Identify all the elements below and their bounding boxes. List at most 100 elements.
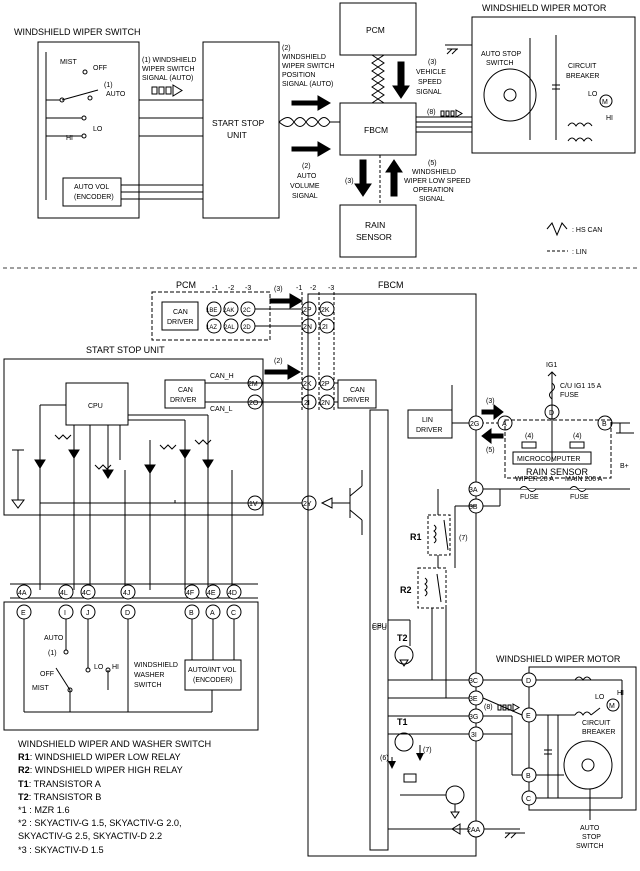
top-pcm-box: [339, 2, 417, 56]
legend-r1: R1: WINDSHIELD WIPER LOW RELAY: [18, 751, 211, 764]
fbcm-mosfet: [445, 785, 465, 805]
bottom-fbcm-title: FBCM: [378, 280, 404, 290]
legend-note-2a: *2 : SKYACTIV-G 1.5, SKYACTIV-G 2.0,: [18, 818, 182, 829]
ssu-can-driver: [164, 379, 206, 409]
fbcm-cpu-label: CPU: [372, 625, 387, 632]
fbcm-ic: [403, 773, 417, 783]
motor-marker-8: (8): [484, 704, 493, 711]
fbcm-2y-transistor: [349, 470, 363, 535]
fuse-cu-line2: FUSE: [560, 392, 579, 399]
top-fbcm-box: [339, 102, 417, 156]
top-motor-symbol: [599, 94, 613, 108]
bottom-marker-3: (3): [274, 286, 283, 293]
t1-marker-7: (7): [423, 747, 432, 754]
ssu-term-4j: 4J: [123, 590, 130, 597]
top-auto-vol-line1: AUTO VOL: [74, 184, 109, 191]
switch-term-c: C: [231, 610, 236, 617]
top-can-pair-b: [278, 117, 331, 127]
bottom-motor-m: M: [609, 703, 615, 710]
legend-r2-text: : WINDSHIELD WIPER HIGH RELAY: [29, 765, 183, 776]
rain-arrow-3: [481, 403, 504, 421]
washer-line2: WASHER: [134, 672, 164, 679]
ssu-cpu-label: CPU: [88, 403, 103, 410]
top-hi-label: HI: [66, 135, 73, 142]
bottom-wiring-diagram: PCM CAN DRIVER -1 -2 -3 1BE 2AK 2C 1AZ 2…: [3, 280, 637, 857]
relay-r2: [417, 567, 447, 609]
switch-hi-label: HI: [112, 664, 119, 671]
fbcm-term-2p: 2P: [321, 381, 330, 388]
sig1-dashed-arrow: [151, 84, 183, 97]
fbcm-term-2k: 2K: [303, 381, 312, 388]
legend-r2: R2: WINDSHIELD WIPER HIGH RELAY: [18, 764, 211, 777]
bottom-motor-lo: LO: [595, 694, 605, 701]
sig2-line2: WINDSHIELD: [282, 54, 326, 61]
auto-int-line2: (ENCODER): [193, 677, 233, 684]
motor-term-e: E: [526, 713, 531, 720]
fuse-wiper-line2: FUSE: [520, 494, 539, 501]
legend-r1-text: : WINDSHIELD WIPER LOW RELAY: [29, 752, 181, 763]
bottom-ssu-title: START STOP UNIT: [86, 345, 165, 355]
sig1-line3: SIGNAL (AUTO): [142, 75, 193, 82]
sig5-line5: SIGNAL: [419, 196, 445, 203]
legend-t2-text: : TRANSISTOR B: [28, 791, 102, 802]
ssu-term-2m: 2M: [248, 381, 258, 388]
sig3a-arrow: [392, 61, 410, 99]
sig2b-line2: AUTO: [297, 173, 317, 180]
legend-t2-key: T2: [18, 791, 29, 802]
sig2b-line4: SIGNAL: [292, 193, 318, 200]
lin-driver-line2: DRIVER: [416, 427, 442, 434]
bottom-wiper-washer-switch-box: [3, 601, 259, 731]
ssu-term-4d: 4D: [228, 590, 237, 597]
sig3a-line4: SIGNAL: [416, 89, 442, 96]
pcm-term-4: 1AZ: [206, 325, 217, 331]
top-ssu-line1: START STOP: [212, 118, 265, 128]
top-motor-m: M: [602, 99, 608, 106]
sig2-line4: POSITION: [282, 72, 315, 79]
motor-term-b: B: [526, 773, 531, 780]
fbcm-term-3i: 3I: [471, 732, 477, 739]
fbcm-sup-2: -2: [310, 285, 316, 292]
sig8-dashed-arrow: [440, 109, 463, 118]
fbcm-sup-1: -1: [296, 285, 302, 292]
bottom-rain-sensor-box: [504, 419, 612, 479]
bottom-auto-stop-line2: STOP: [582, 834, 601, 841]
fbcm-can-terminals: [301, 301, 335, 410]
sig2b-line1: (2): [302, 163, 311, 170]
sig5-line1: (5): [428, 160, 437, 167]
pcm-term-1: 1BE: [206, 308, 217, 314]
ssu-term-4c: 4C: [82, 590, 91, 597]
cu-ig1-fuse: [549, 382, 555, 400]
sig2b-line3: VOLUME: [290, 183, 320, 190]
top-auto-vol-encoder: [62, 177, 122, 207]
legend-t2: T2: TRANSISTOR B: [18, 791, 211, 804]
sig3b-label: (3): [345, 178, 354, 185]
rain-term-b: B: [602, 421, 607, 428]
switch-term-b: B: [189, 610, 194, 617]
bottom-arrow-2: [264, 364, 301, 380]
fuse-main-line2: FUSE: [570, 494, 589, 501]
legend-hs-label: : HS CAN: [572, 227, 602, 234]
ssu-internal-circuit: [11, 414, 240, 590]
bplus-label: B+: [620, 463, 629, 470]
fbcm-can-term-2: 2K: [321, 307, 330, 314]
bottom-sig8-dashed-arrow: [497, 703, 520, 712]
sig1-line2: WIPER SWITCH: [142, 66, 195, 73]
t1-marker-6: (6): [380, 755, 389, 762]
wiper-switch-box: [37, 41, 140, 219]
relay-r1-label: R1: [410, 532, 422, 542]
pcm-sup-3: -3: [245, 285, 251, 292]
rain-microcomputer: [512, 451, 592, 465]
top-marker-1: (1): [104, 82, 113, 89]
top-block-diagram: WINDSHIELD WIPER SWITCH MIST OFF AUTO (1…: [14, 2, 636, 258]
top-auto-stop-line2: SWITCH: [486, 60, 514, 67]
switch-marker-1: (1): [48, 650, 57, 657]
pcm-sup-2: -2: [228, 285, 234, 292]
sig5-line4: OPERATION: [413, 187, 454, 194]
bottom-arrow-3: [269, 293, 303, 309]
sig2-arrow-b: [291, 141, 331, 157]
top-pcm-can-b: [371, 54, 385, 104]
lin-driver-line1: LIN: [422, 417, 433, 424]
legend-r1-key: R1: [18, 752, 30, 763]
fbcm-can-driver: [337, 379, 377, 409]
legend-title: WINDSHIELD WIPER AND WASHER SWITCH: [18, 739, 212, 749]
